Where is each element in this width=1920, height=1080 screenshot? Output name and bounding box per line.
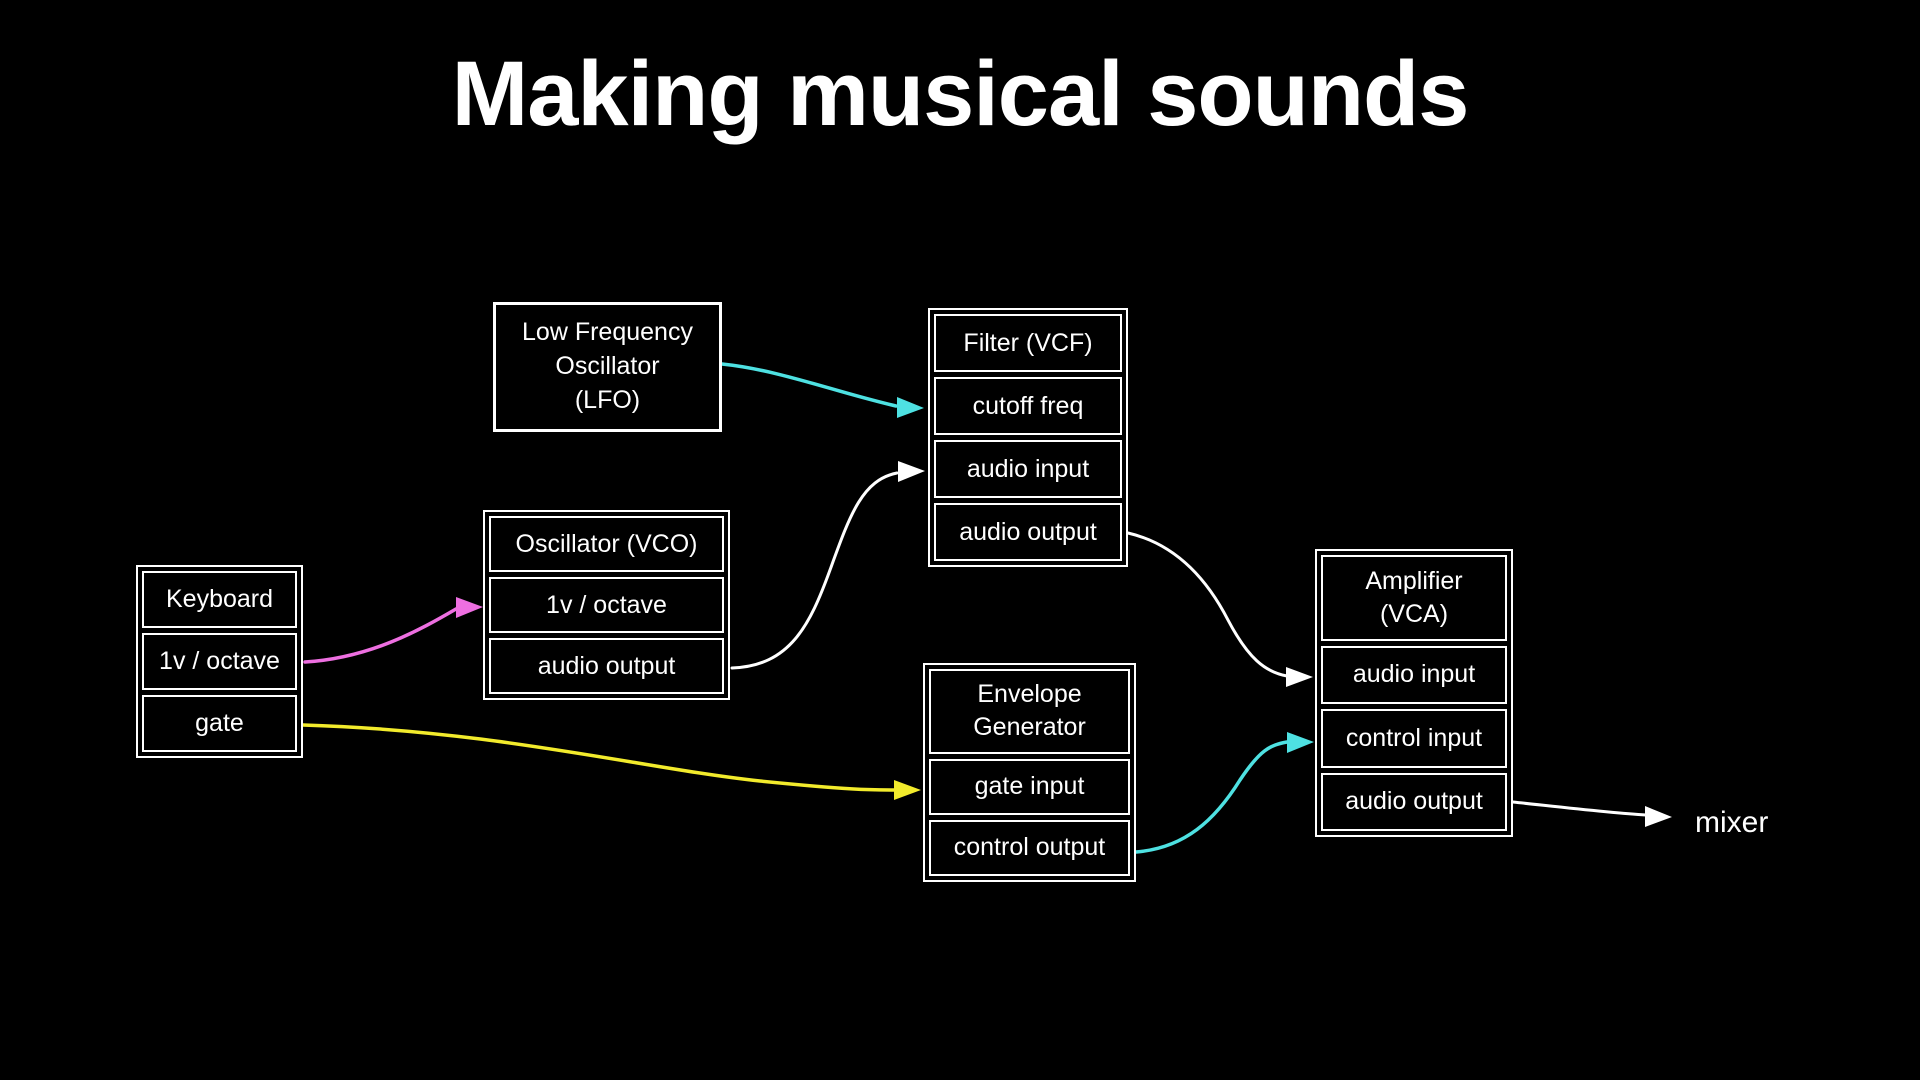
arrowhead-lfo-to-filter [897,397,924,418]
node-vca-title: Amplifier (VCA) [1321,555,1507,641]
node-envelope-title: Envelope Generator [929,669,1130,754]
node-lfo-title: Low Frequency Oscillator (LFO) [522,318,693,414]
node-vco-title: Oscillator (VCO) [489,516,724,572]
wire-vca-to-mixer [1511,800,1648,817]
wire-lfo-to-filter [720,362,898,408]
node-keyboard: Keyboard 1v / octave gate [136,565,303,758]
node-vcf: Filter (VCF) cutoff freq audio input aud… [928,308,1128,567]
port-vcf-audio-output: audio output [934,503,1122,561]
node-vcf-title: Filter (VCF) [934,314,1122,372]
port-vca-audio-output: audio output [1321,772,1507,831]
arrowhead-filter-to-vca [1286,667,1313,687]
port-vco-1v-octave: 1v / octave [489,577,724,633]
port-keyboard-1v-octave: 1v / octave [142,633,297,690]
port-envelope-control-output: control output [929,819,1130,876]
port-vca-control-input: control input [1321,709,1507,768]
port-vcf-audio-input: audio input [934,440,1122,498]
port-vco-audio-output: audio output [489,638,724,694]
node-envelope: Envelope Generator gate input control ou… [923,663,1136,882]
arrowhead-keyboard-to-envelope [894,780,921,800]
port-vcf-cutoff-freq: cutoff freq [934,377,1122,435]
node-vca: Amplifier (VCA) audio input control inpu… [1315,549,1513,837]
page-title: Making musical sounds [451,43,1470,145]
mixer-label: mixer [1695,806,1769,839]
wire-vco-to-filter [730,471,899,670]
wire-keyboard-to-vco [303,607,458,664]
wire-keyboard-to-envelope [301,723,896,792]
arrowhead-keyboard-to-vco [456,597,483,618]
arrowhead-envelope-to-vca [1287,732,1314,753]
port-envelope-gate-input: gate input [929,758,1130,815]
node-keyboard-title: Keyboard [142,571,297,628]
wire-filter-to-vca [1126,531,1289,678]
arrowhead-vca-to-mixer [1645,806,1672,827]
port-vca-audio-input: audio input [1321,645,1507,705]
arrowhead-vco-to-filter [898,461,925,482]
port-keyboard-gate: gate [142,695,297,752]
node-vco: Oscillator (VCO) 1v / octave audio outpu… [483,510,730,700]
node-lfo: Low Frequency Oscillator (LFO) [493,302,722,432]
wire-envelope-to-vca [1134,740,1289,854]
